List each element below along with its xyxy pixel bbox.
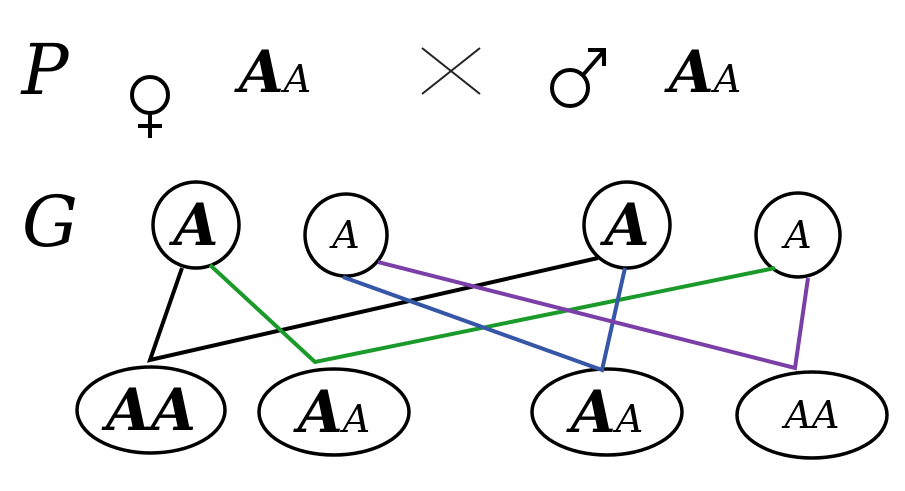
- offspring-4: AA: [785, 396, 840, 434]
- allele: A: [570, 378, 616, 446]
- line-blue: [342, 267, 627, 373]
- allele: A: [812, 393, 840, 437]
- female-genotype: AA: [239, 43, 311, 101]
- allele: A: [342, 397, 371, 441]
- line-purple: [377, 260, 810, 371]
- allele-dominant: A: [668, 38, 714, 106]
- offspring-2: AA: [298, 383, 370, 441]
- line-green: [208, 263, 776, 365]
- male-icon: [550, 48, 606, 108]
- line-black: [146, 256, 599, 363]
- offspring-3: AA: [571, 383, 643, 441]
- gamete-3: A: [604, 191, 650, 259]
- female-icon: [130, 75, 170, 138]
- allele: A: [105, 376, 151, 444]
- allele-dominant: A: [238, 38, 284, 106]
- offspring-ellipse-4: [735, 370, 889, 460]
- allele: A: [297, 378, 343, 446]
- cross-icon-b: [421, 47, 481, 95]
- allele: A: [151, 376, 197, 444]
- gamete-circle-4: [754, 191, 842, 279]
- gametes-row-label: G: [22, 181, 78, 263]
- gamete-2: A: [332, 213, 360, 257]
- gamete-1: A: [173, 191, 219, 259]
- parents-row-label: P: [21, 29, 69, 111]
- allele-recessive: A: [283, 57, 312, 101]
- gamete-4: A: [784, 213, 812, 257]
- male-genotype: AA: [669, 43, 741, 101]
- offspring-ellipse-3: [530, 367, 684, 457]
- offspring-1: AA: [106, 381, 196, 439]
- allele: A: [784, 393, 812, 437]
- gamete-circle-3: [582, 180, 672, 270]
- allele: A: [615, 397, 644, 441]
- offspring-ellipse-2: [257, 367, 411, 457]
- offspring-ellipse-1: [75, 365, 227, 455]
- allele-recessive: A: [713, 57, 742, 101]
- gamete-circle-1: [151, 180, 241, 270]
